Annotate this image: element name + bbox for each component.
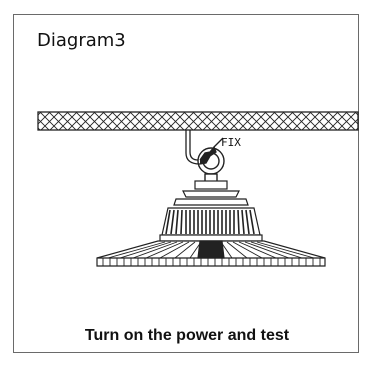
ceiling-beam [37,111,359,131]
lamp-housing [159,180,263,242]
diagram-frame [13,14,359,353]
eye-bolt [197,147,225,183]
diagram-caption: Turn on the power and test [84,327,290,344]
lamp-reflector [96,240,326,267]
diagram-title: Diagram3 [37,30,126,51]
mounting-hook [185,130,224,165]
fix-label: FIX [221,136,241,149]
